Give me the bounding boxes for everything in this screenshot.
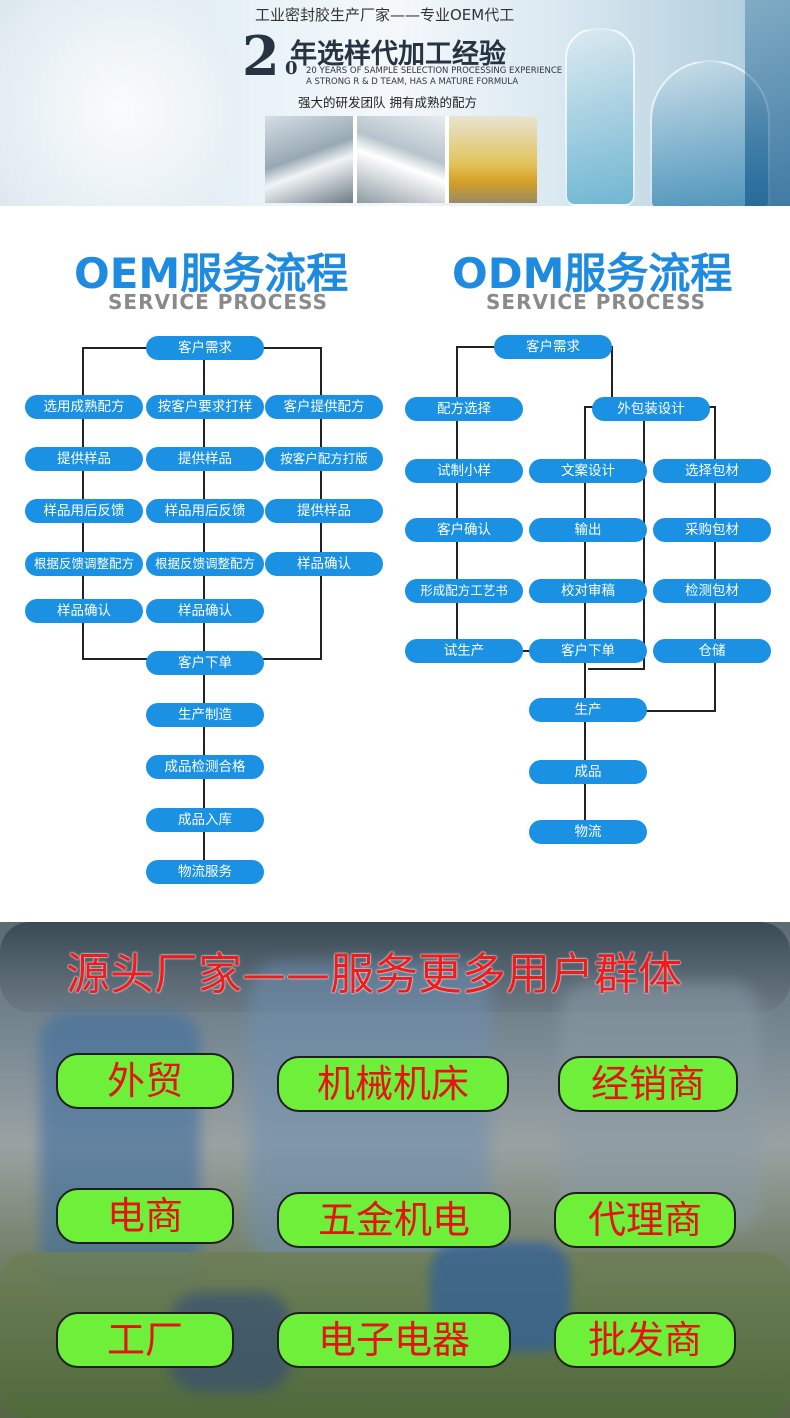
banner-lab-photo <box>265 116 537 203</box>
customer-tag: 工厂 <box>56 1312 234 1368</box>
oem-tail-step: 成品入库 <box>146 808 264 832</box>
oem-col1-step: 样品确认 <box>25 599 143 623</box>
odm-title: ODM服务流程 <box>452 249 733 298</box>
odm-col3-step: 仓储 <box>653 639 771 663</box>
odm-col3-step: 选择包材 <box>653 459 771 483</box>
banner-years-number: 2 <box>242 24 280 88</box>
odm-connector <box>456 346 458 651</box>
customer-tag: 批发商 <box>554 1312 736 1368</box>
odm-tail-step: 成品 <box>529 760 647 784</box>
oem-tail-step: 成品检测合格 <box>146 755 264 779</box>
odm-col3-step: 采购包材 <box>653 518 771 542</box>
lab-photo-panel <box>265 116 353 203</box>
odm-connector <box>584 406 586 832</box>
odm-col3-step: 检测包材 <box>653 579 771 603</box>
odm-col2-step: 校对审稿 <box>529 579 647 603</box>
odm-col2-step: 客户下单 <box>529 639 647 663</box>
odm-col1-step: 形成配方工艺书 <box>405 579 523 603</box>
oem-col1-step: 样品用后反馈 <box>25 499 143 523</box>
banner-lab-coat-image <box>0 0 240 206</box>
oem-col2-step: 提供样品 <box>146 447 264 471</box>
odm-connector <box>714 406 716 712</box>
oem-col2-step: 按客户要求打样 <box>146 395 264 419</box>
odm-col1-step: 试生产 <box>405 639 523 663</box>
customer-tag: 代理商 <box>554 1192 736 1248</box>
oem-col2-step: 根据反馈调整配方 <box>146 552 264 576</box>
oem-step-merge: 客户下单 <box>146 651 264 675</box>
banner-headline: 年选样代加工经验 <box>290 39 506 70</box>
odm-col1-step: 客户确认 <box>405 518 523 542</box>
oem-col3-step: 样品确认 <box>265 552 383 576</box>
odm-connector <box>588 710 716 712</box>
lab-photo-panel <box>449 116 537 203</box>
customer-tag: 五金机电 <box>277 1192 511 1248</box>
odm-col1-step: 配方选择 <box>405 397 523 421</box>
odm-col1-step: 试制小样 <box>405 459 523 483</box>
oem-col1-step: 选用成熟配方 <box>25 395 143 419</box>
slogan-heading: 源头厂家——服务更多用户群体 <box>66 949 682 1000</box>
odm-col2-step: 文案设计 <box>529 459 647 483</box>
odm-connector <box>588 668 645 670</box>
oem-subtitle: SERVICE PROCESS <box>108 290 328 314</box>
oem-step-start: 客户需求 <box>146 336 264 360</box>
oem-col2-step: 样品用后反馈 <box>146 499 264 523</box>
banner-subline: 强大的研发团队 拥有成熟的配方 <box>298 95 477 110</box>
hero-banner: 工业密封胶生产厂家——专业OEM代工 2 0 年选样代加工经验 20 YEARS… <box>0 0 790 206</box>
banner-years-number-small: 0 <box>285 58 298 79</box>
lab-photo-panel <box>357 116 445 203</box>
odm-tail-step: 物流 <box>529 820 647 844</box>
odm-step-package-design: 外包装设计 <box>592 397 710 421</box>
odm-subtitle: SERVICE PROCESS <box>486 290 706 314</box>
oem-title: OEM服务流程 <box>74 249 349 298</box>
oem-col1-step: 提供样品 <box>25 447 143 471</box>
oem-col1-step: 根据反馈调整配方 <box>25 552 143 576</box>
odm-col2-step: 输出 <box>529 518 647 542</box>
oem-col3-step: 按客户配方打版 <box>265 447 383 471</box>
customer-tag: 电商 <box>56 1188 234 1244</box>
customer-tag: 电子电器 <box>277 1312 511 1368</box>
oem-col2-step: 样品确认 <box>146 599 264 623</box>
banner-tagline: 工业密封胶生产厂家——专业OEM代工 <box>255 6 515 24</box>
customer-tag: 外贸 <box>56 1053 234 1109</box>
banner-flask-image <box>745 0 790 206</box>
oem-tail-step: 物流服务 <box>146 860 264 884</box>
banner-english-line-2: A STRONG R & D TEAM, HAS A MATURE FORMUL… <box>306 77 519 87</box>
oem-col3-step: 客户提供配方 <box>265 395 383 419</box>
banner-flask-image <box>565 28 635 206</box>
banner-english-line-1: 20 YEARS OF SAMPLE SELECTION PROCESSING … <box>306 66 563 76</box>
oem-col3-step: 提供样品 <box>265 499 383 523</box>
odm-step-start: 客户需求 <box>494 335 612 359</box>
customer-tag: 机械机床 <box>277 1056 509 1112</box>
odm-tail-step: 生产 <box>529 698 647 722</box>
odm-connector <box>611 346 613 408</box>
oem-tail-step: 生产制造 <box>146 703 264 727</box>
odm-connector <box>643 406 645 670</box>
customer-tag: 经销商 <box>558 1056 738 1112</box>
